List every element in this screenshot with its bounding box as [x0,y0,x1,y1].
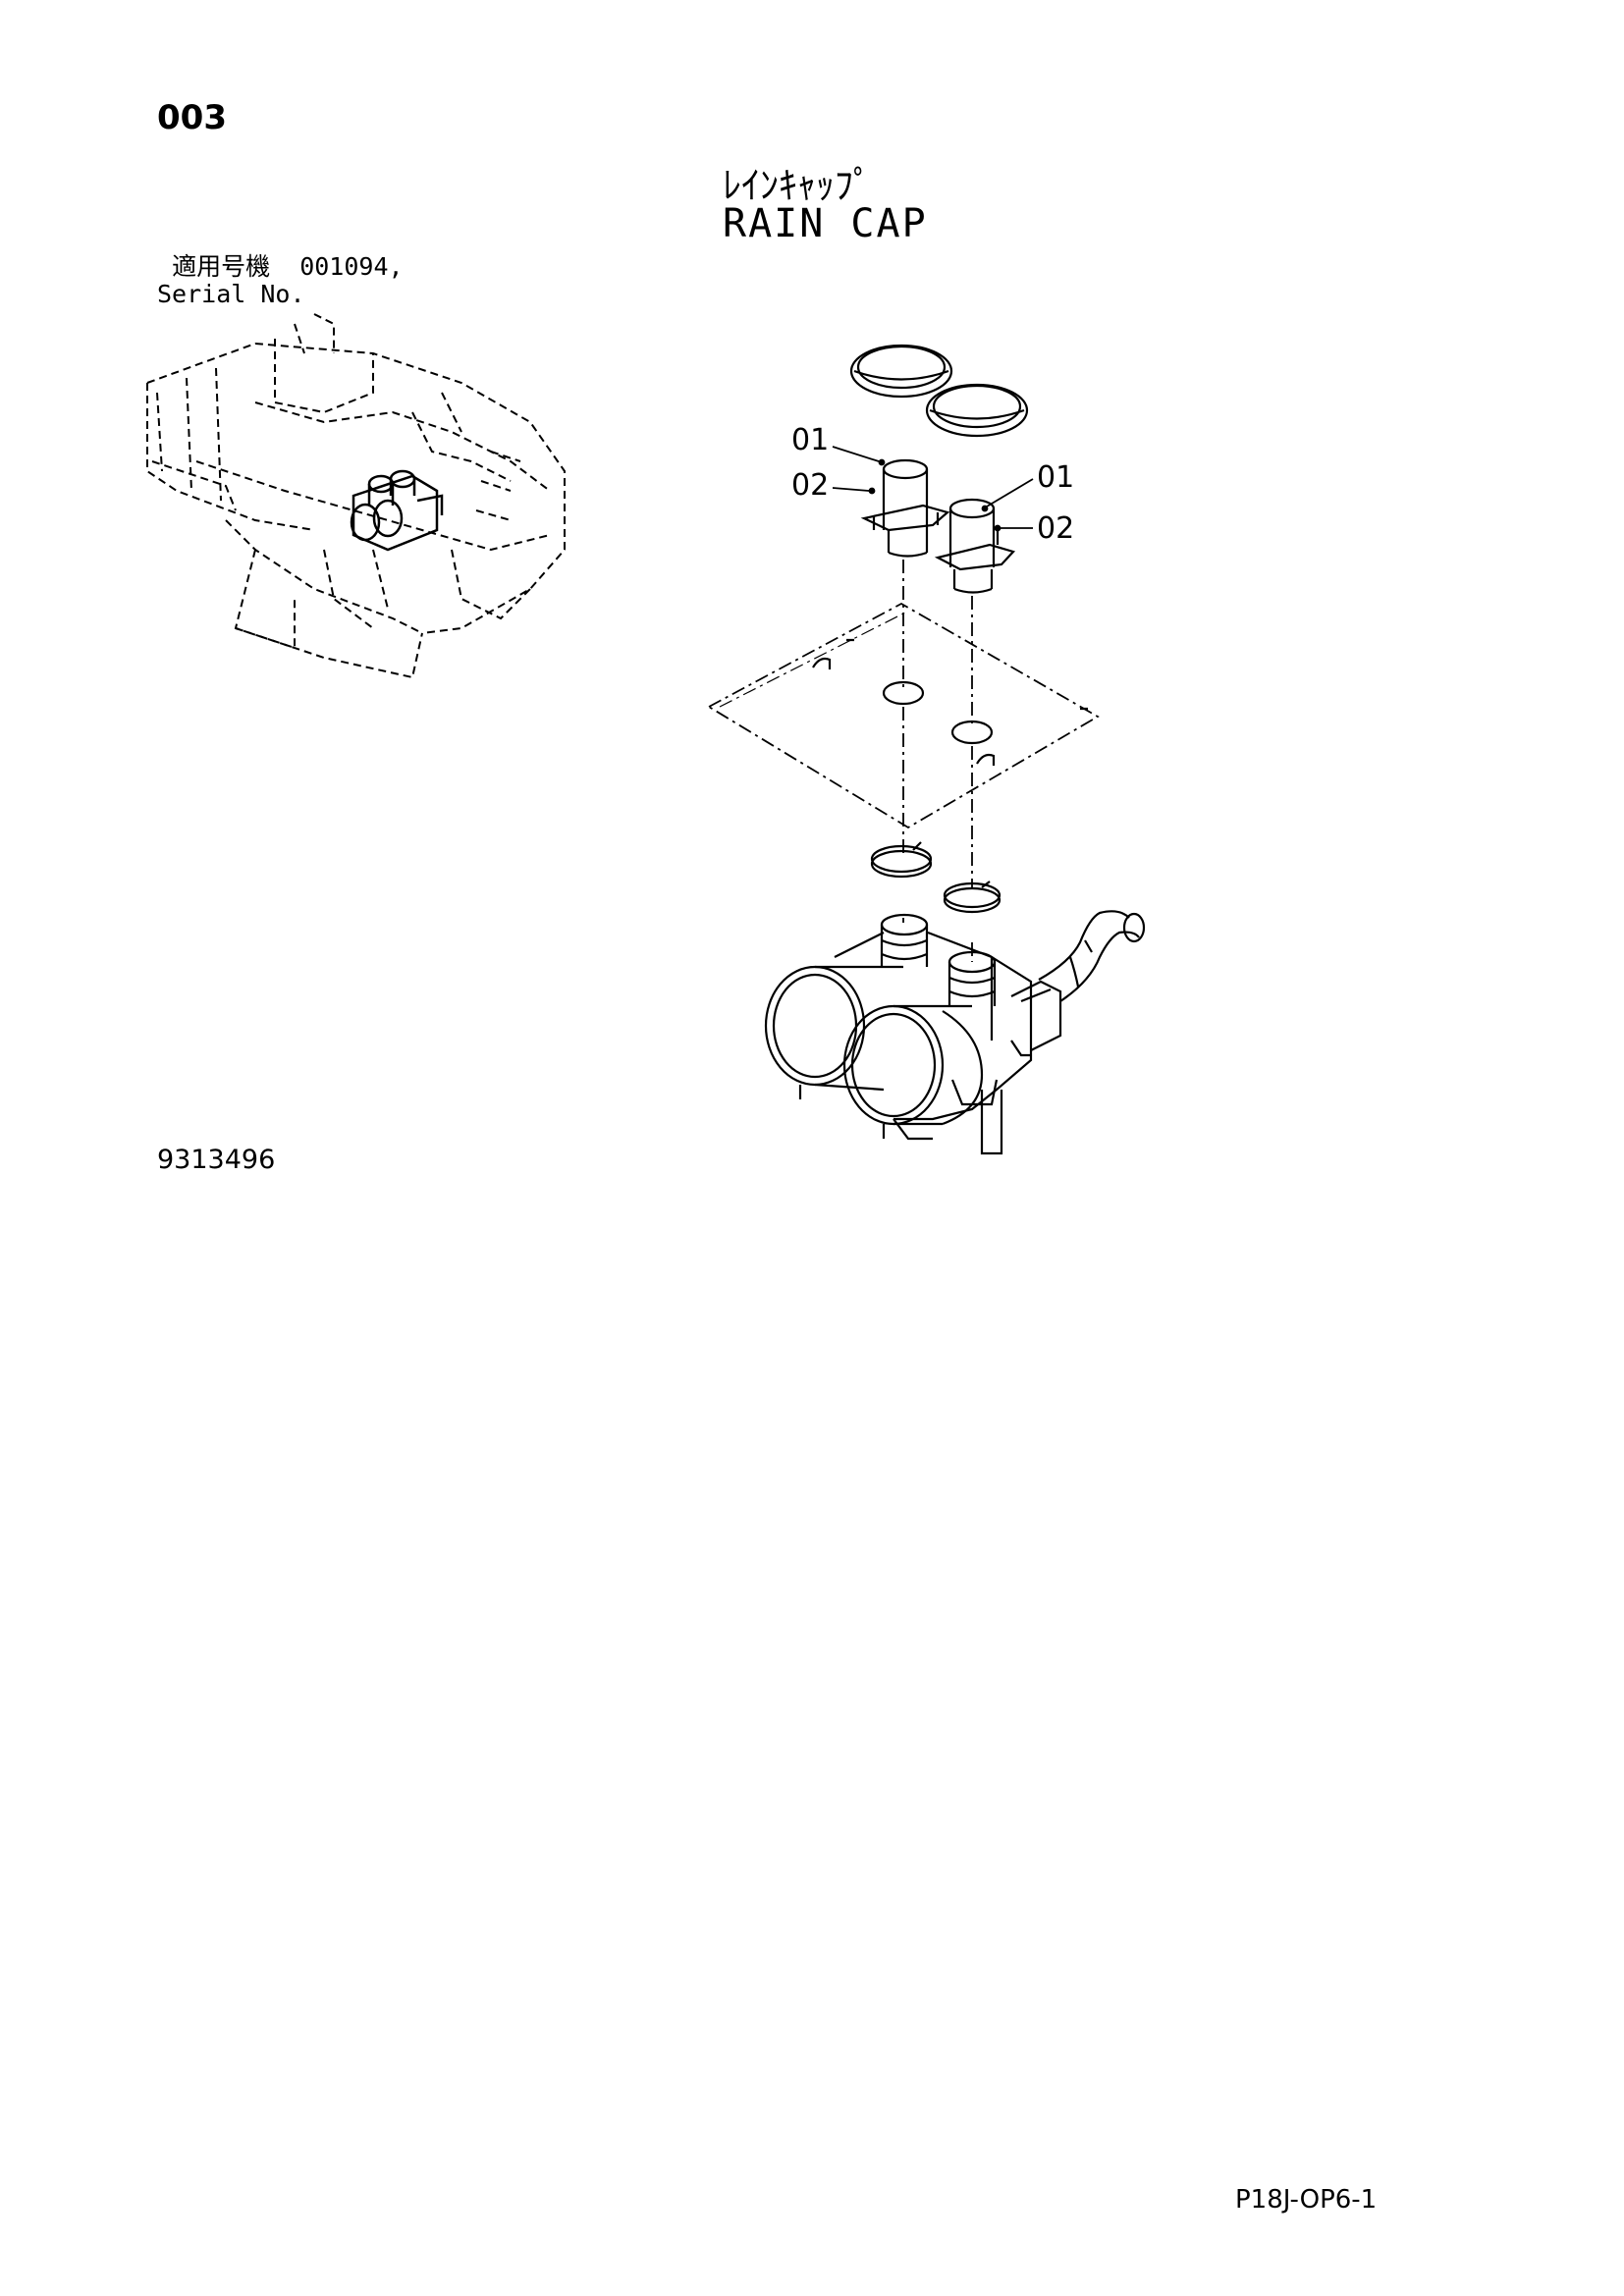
serial-row-jp: 適用号機 001094, [157,252,404,281]
callout-01-left: 01 [791,423,829,457]
air-cleaner-assembly [764,910,1146,1155]
center-lines [902,560,973,962]
callout-02-left: 02 [791,468,829,503]
drawing-code: 9313496 [157,1145,276,1175]
callout-01-right: 01 [1037,460,1074,495]
serial-value: 001094, [299,252,404,281]
sheet-code: P18J-OP6-1 [1235,2185,1378,2215]
clamp-left [870,841,933,879]
rain-cap-lid-left [849,344,953,399]
overview-highlight [350,469,444,552]
stack-pipe-right [934,498,1016,594]
callout-02-right: 02 [1037,511,1074,546]
rain-cap-lid-right [925,383,1029,438]
serial-label-jp: 適用号機 [172,252,271,281]
leader-lines [832,446,1034,532]
clamp-right [943,881,1001,914]
serial-block: 適用号機 001094, Serial No. [157,253,404,308]
serial-label-en: Serial No. [157,280,305,308]
title-japanese: ﾚｲﾝｷｬｯﾌﾟ [723,164,873,207]
mounting-plate [707,602,1100,829]
page-number: 003 [157,98,227,137]
stack-pipe-left [860,458,950,558]
title-english: RAIN CAP [723,201,928,246]
machine-overview [146,313,566,679]
